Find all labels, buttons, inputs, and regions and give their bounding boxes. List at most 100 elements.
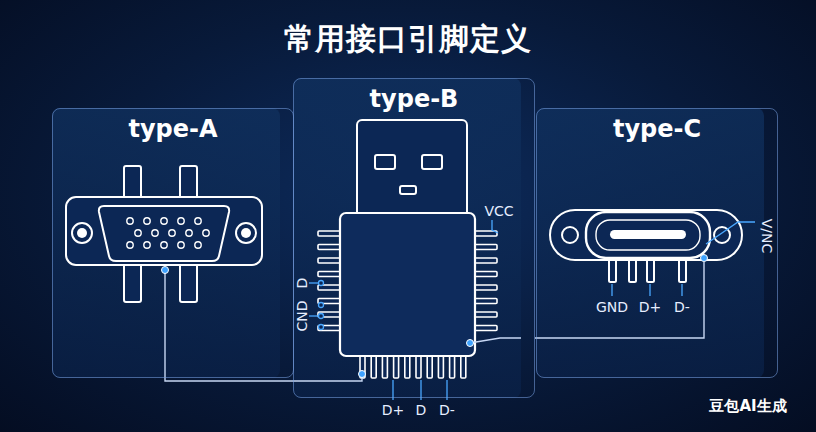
chip-pins: [473, 231, 497, 236]
pin-label: D-: [437, 402, 457, 418]
chip-pins: [473, 299, 497, 304]
usb-plug: [357, 120, 467, 218]
vga-connector: [135, 230, 141, 236]
wire-dot: [467, 340, 474, 347]
vga-connector: [66, 197, 262, 265]
vga-connector: [124, 264, 141, 302]
wire-dot: [701, 255, 708, 262]
typec-connector: [550, 210, 742, 282]
usb-plug: [400, 186, 416, 194]
chip-pins: [438, 354, 443, 378]
vga-connector: [178, 242, 184, 248]
vga-connector: [66, 166, 262, 302]
pin-label: GND: [594, 299, 630, 315]
pin-tip: [319, 325, 324, 330]
vga-connector: [77, 228, 87, 238]
pin-label: V/NC: [759, 217, 775, 256]
wire: [536, 262, 704, 338]
chip-pins: [461, 354, 466, 378]
usb-plug: [375, 155, 395, 169]
typec-connector: [596, 220, 700, 250]
vga-connector: [180, 264, 197, 302]
vga-connector: [72, 223, 92, 243]
chip-pins: [371, 354, 376, 378]
panel-heading: type-B: [294, 79, 534, 114]
pin-tip: [319, 281, 324, 286]
typec-connector: [586, 212, 710, 258]
watermark: 豆包AI生成: [707, 398, 788, 414]
vga-connector: [161, 242, 167, 248]
chip-pins: [318, 326, 342, 331]
leader-line: [446, 380, 447, 400]
wire-dot: [162, 255, 708, 378]
panel-heading: type-C: [537, 109, 777, 144]
typec-connector: [610, 230, 686, 239]
panel-fill: [52, 108, 280, 378]
chip-pins: [473, 272, 497, 277]
pin-tip: [319, 303, 324, 308]
vga-connector: [127, 218, 133, 224]
chip-pins: [473, 326, 497, 331]
chip-pins: [473, 285, 497, 290]
vga-connector: [99, 206, 229, 261]
pin-label: D+: [637, 299, 664, 315]
leader-line: [706, 222, 755, 244]
panel-fill: [536, 108, 764, 378]
wire: [470, 338, 521, 343]
leader-line: [681, 284, 682, 296]
panel-box: type-B: [293, 78, 535, 398]
typec-connector: [679, 258, 686, 282]
chip-pins: [416, 354, 421, 378]
chip-pins: [318, 231, 342, 236]
chip-pins: [318, 245, 342, 250]
vga-connector: [195, 218, 201, 224]
chip-pins: [473, 245, 497, 250]
leader-line: [420, 380, 421, 400]
wire-dot: [162, 267, 169, 274]
vga-connector: [161, 218, 167, 224]
chip-pins: [427, 354, 432, 378]
vga-connector: [178, 218, 184, 224]
pin-label: VCC: [482, 203, 515, 219]
vga-connector: [124, 166, 141, 198]
chip-pins: [318, 272, 342, 277]
leader-line: [309, 220, 755, 400]
chip-pins: [405, 354, 410, 378]
diagram-title: 常用接口引脚定义: [0, 20, 816, 58]
typec-connector: [609, 258, 616, 282]
pin-label: CND: [294, 298, 310, 333]
typec-connector: [629, 258, 636, 282]
chip-pins: [450, 354, 455, 378]
wire-dot: [359, 371, 366, 378]
vga-connector: [144, 218, 150, 224]
vga-connector: [144, 242, 150, 248]
vga-connector: [203, 230, 209, 236]
panel-box: type-A: [52, 108, 294, 378]
typec-connector: [647, 258, 654, 282]
vga-connector: [180, 166, 197, 198]
leader-line: [309, 282, 318, 283]
panel-fill: [293, 78, 521, 398]
pin-label: D-: [672, 299, 692, 315]
pin-label: D: [294, 276, 310, 291]
chip-body: [340, 213, 475, 356]
panel-box: type-C: [536, 108, 778, 378]
leader-line: [309, 315, 318, 316]
panel-heading: type-A: [53, 109, 293, 144]
vga-connector: [195, 242, 201, 248]
pin-label: D+: [380, 402, 407, 418]
vga-connector: [186, 230, 192, 236]
vga-connector: [127, 242, 133, 248]
pin-label: D: [414, 402, 429, 418]
leader-line: [392, 380, 393, 400]
leader-line: [649, 284, 650, 296]
wire: [293, 374, 362, 381]
typec-connector: [562, 227, 578, 243]
leader-line: [492, 220, 498, 233]
chip-pins: [394, 354, 399, 378]
chip-pins: [382, 354, 387, 378]
usb-plug: [357, 120, 467, 218]
chip-pins: [473, 312, 497, 317]
vga-connector: [127, 218, 209, 248]
